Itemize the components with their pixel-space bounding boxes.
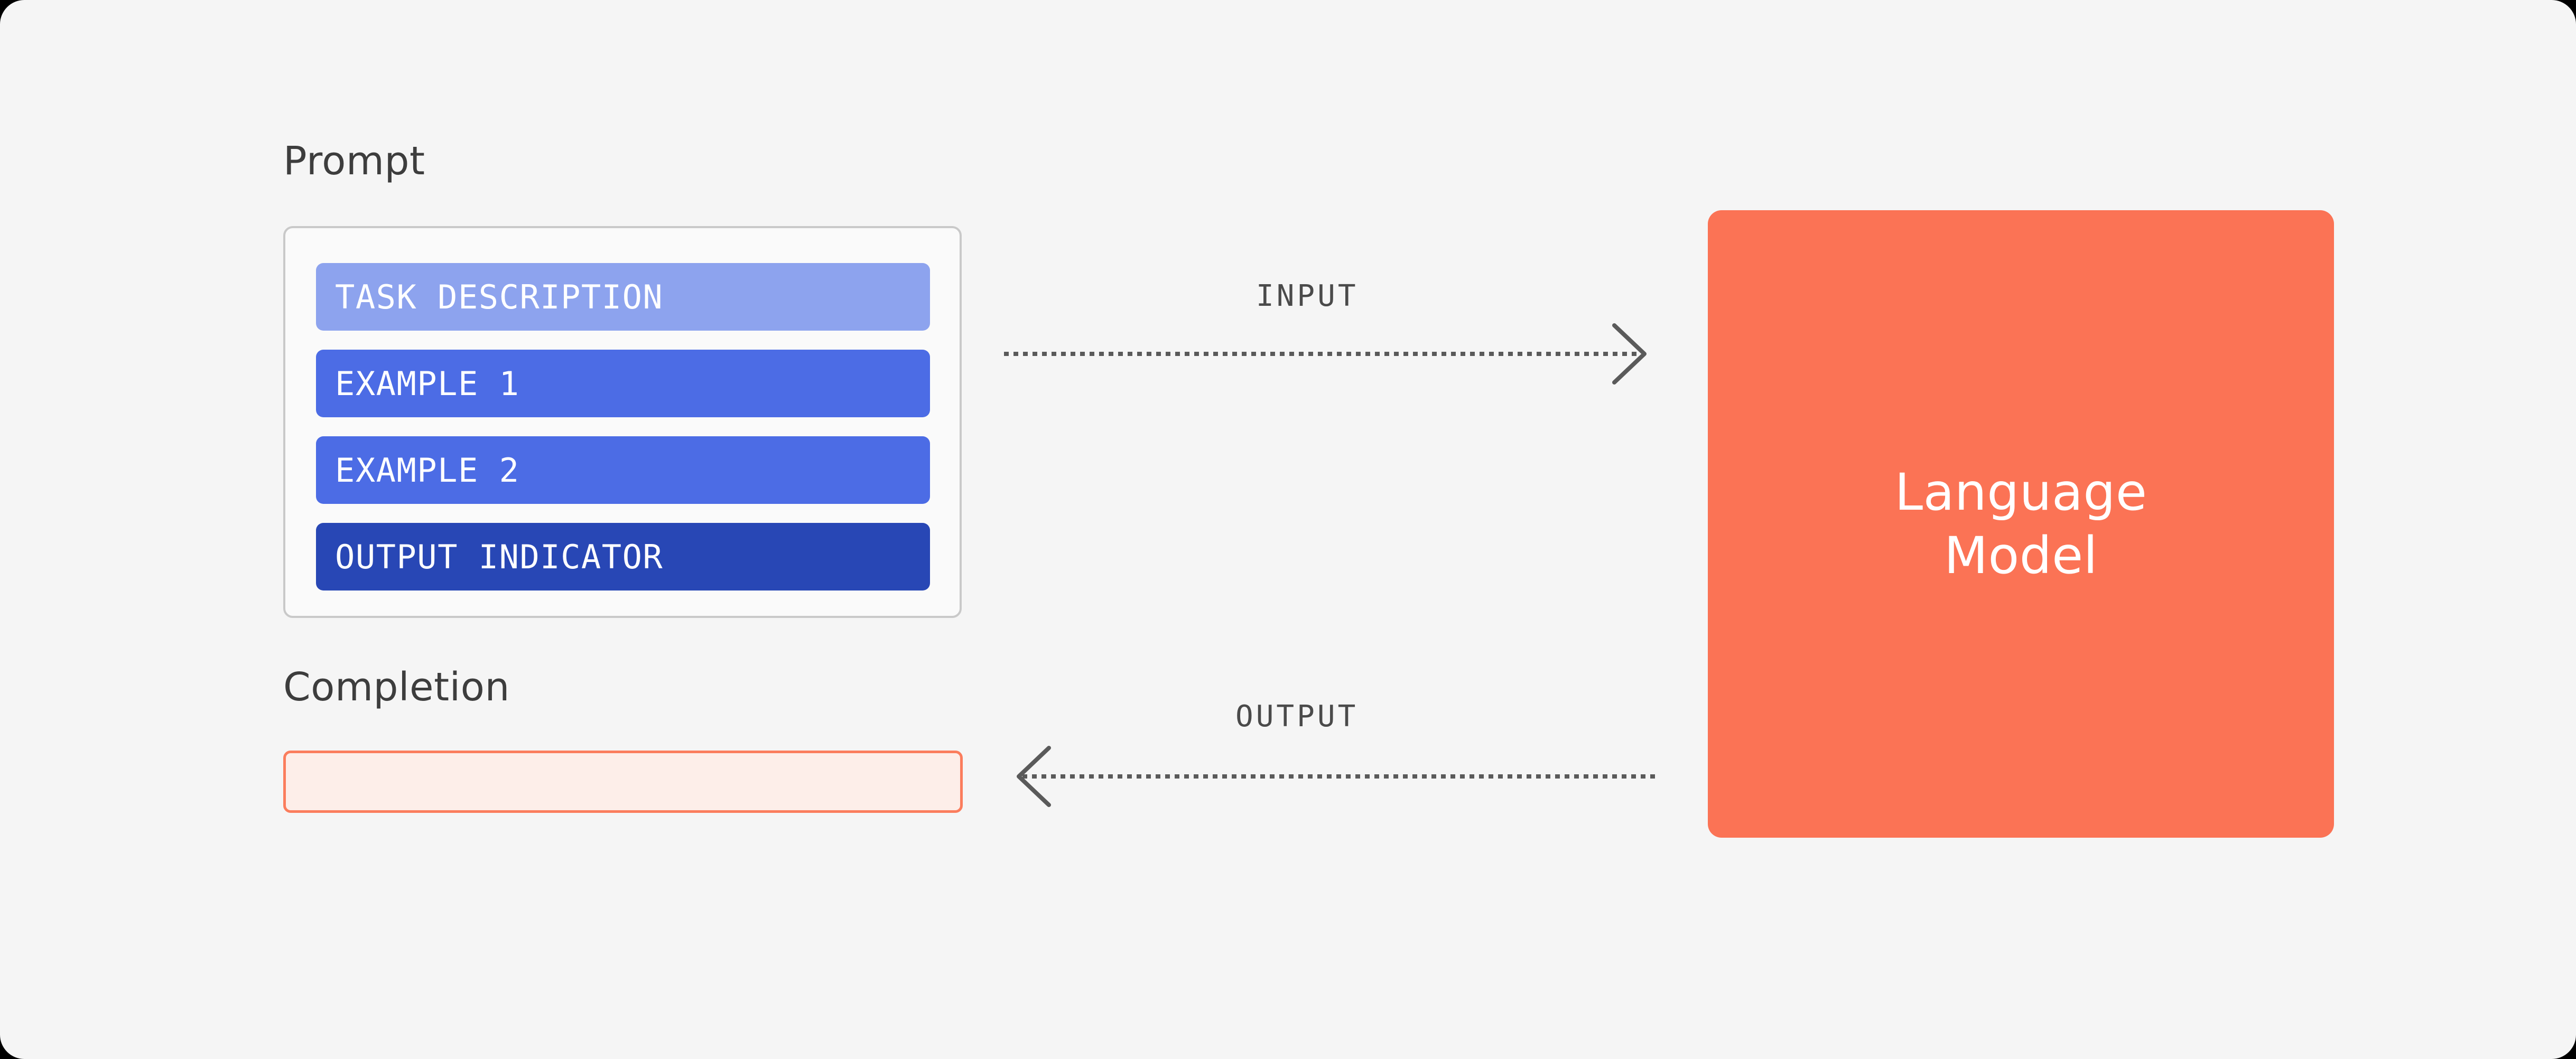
prompt-component-label: EXAMPLE 2 xyxy=(335,451,520,490)
output-arrow-label: OUTPUT xyxy=(1235,699,1359,734)
prompt-component-task-description[interactable]: TASK DESCRIPTION xyxy=(316,263,930,331)
prompt-component-example-1[interactable]: EXAMPLE 1 xyxy=(316,350,930,417)
prompt-component-label: TASK DESCRIPTION xyxy=(335,277,664,316)
prompt-component-example-2[interactable]: EXAMPLE 2 xyxy=(316,436,930,504)
input-arrow-icon xyxy=(1004,323,1647,385)
completion-section-label: Completion xyxy=(283,664,510,710)
prompt-component-output-indicator[interactable]: OUTPUT INDICATOR xyxy=(316,523,930,591)
language-model-block[interactable]: Language Model xyxy=(1708,210,2334,838)
output-arrow-icon xyxy=(1017,746,1659,807)
language-model-title: Language Model xyxy=(1894,463,2147,585)
prompt-component-label: EXAMPLE 1 xyxy=(335,364,520,403)
prompt-section-label: Prompt xyxy=(283,138,425,184)
prompt-component-label: OUTPUT INDICATOR xyxy=(335,537,664,576)
prompt-container: TASK DESCRIPTION EXAMPLE 1 EXAMPLE 2 OUT… xyxy=(283,226,962,618)
input-arrow-label: INPUT xyxy=(1256,279,1359,313)
completion-output-field[interactable] xyxy=(283,751,963,813)
